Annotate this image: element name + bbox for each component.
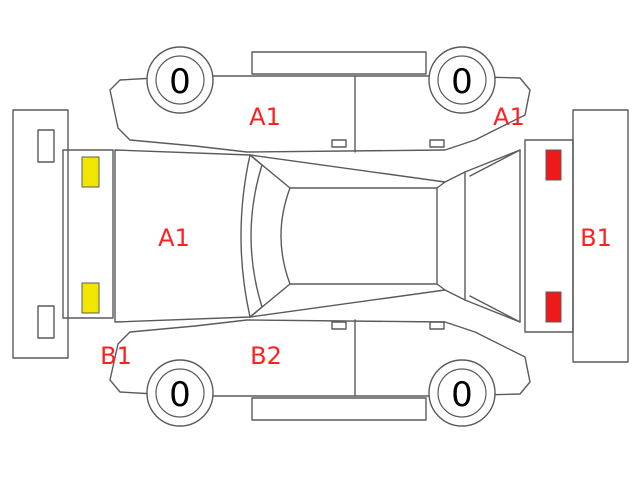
wheel-front-left: 0 (146, 46, 214, 114)
rear-left-lamp (545, 149, 562, 181)
bottom-side-trim (251, 397, 427, 421)
wheel-rear-left-count: 0 (169, 375, 191, 415)
label-lower-left-fender: B1 (100, 342, 132, 370)
top-side-trim (251, 51, 427, 75)
wheel-front-right-count: 0 (451, 62, 473, 102)
label-upper-right-fender: A1 (493, 103, 525, 131)
rear-right-lamp (545, 291, 562, 323)
front-right-lamp (81, 282, 100, 314)
wheel-front-right: 0 (428, 46, 496, 114)
rear-panel (524, 139, 574, 333)
label-lower-door: B2 (250, 342, 282, 370)
front-bumper (12, 109, 69, 359)
wheel-rear-right-count: 0 (451, 375, 473, 415)
label-roof: A1 (158, 224, 190, 252)
wheel-rear-left: 0 (146, 359, 214, 427)
front-panel (62, 149, 114, 319)
label-upper-door: A1 (249, 103, 281, 131)
label-rear-bumper: B1 (580, 224, 612, 252)
front-left-lamp (81, 156, 100, 188)
wheel-rear-right: 0 (428, 359, 496, 427)
wheel-front-left-count: 0 (169, 62, 191, 102)
cabin-top-view (114, 149, 521, 323)
